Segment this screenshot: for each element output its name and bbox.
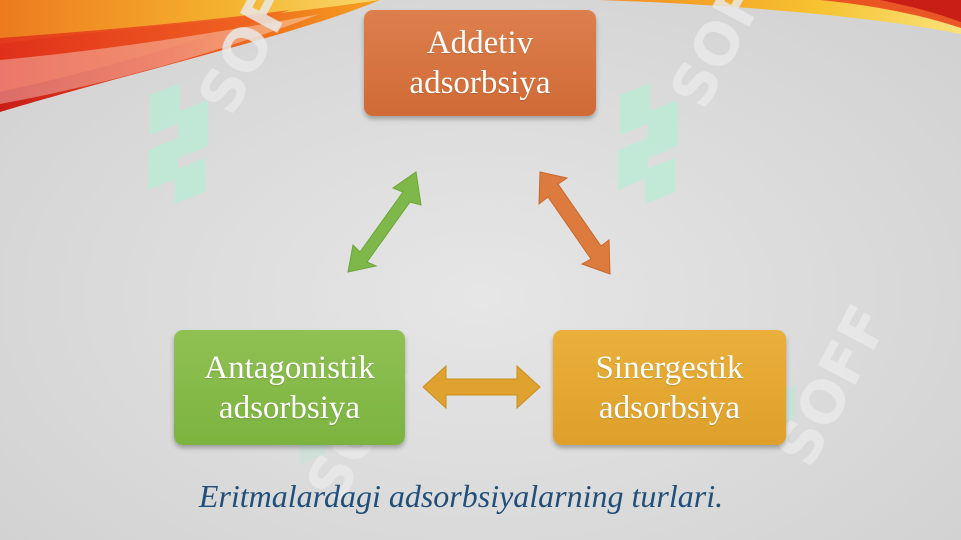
node-addetiv-adsorbsiya: Addetiv adsorbsiya [364, 10, 596, 116]
node-antagonistik-adsorbsiya: Antagonistik adsorbsiya [174, 330, 405, 445]
diagram-caption: Eritmalardagi adsorbsiyalarning turlari. [198, 478, 724, 514]
flame-banner-right [600, 0, 961, 34]
watermark-logo [148, 83, 796, 464]
flame-banner-left [0, 0, 380, 112]
node-label: Antagonistik adsorbsiya [204, 349, 375, 426]
node-label: Sinergestik adsorbsiya [595, 349, 744, 426]
node-label: Addetiv adsorbsiya [409, 25, 551, 101]
node-sinergestik-adsorbsiya: Sinergestik adsorbsiya [553, 330, 786, 445]
